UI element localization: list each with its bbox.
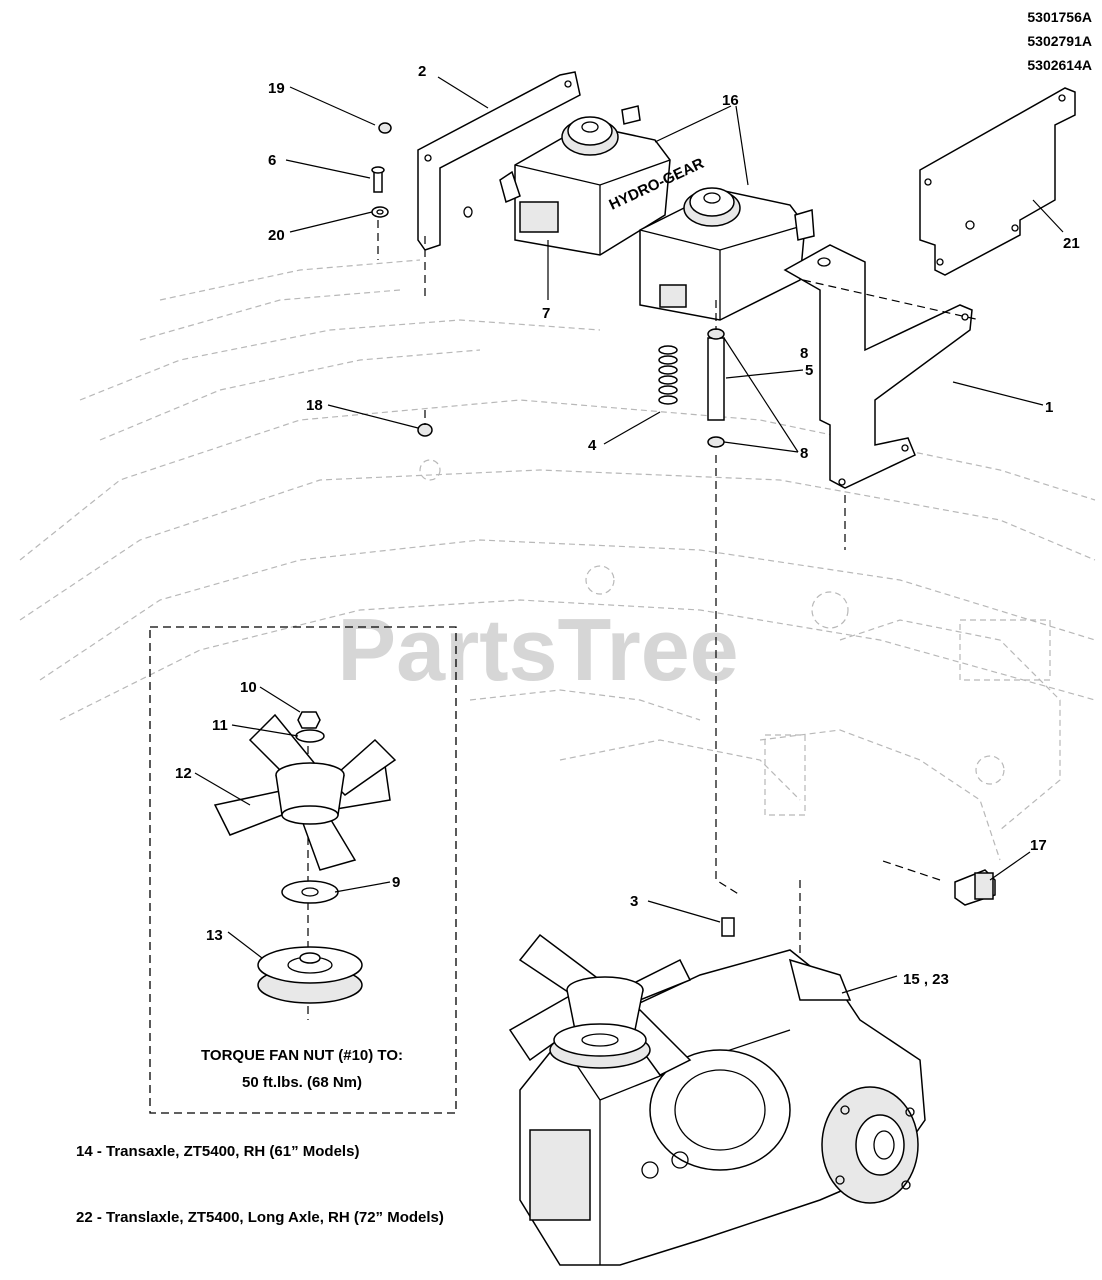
legend-item-14: 14 - Transaxle, ZT5400, RH (61” Models) bbox=[76, 1143, 359, 1160]
callout-9: 9 bbox=[392, 874, 400, 891]
part-number-1: 5301756A bbox=[1027, 9, 1092, 25]
torque-note-line1: TORQUE FAN NUT (#10) TO: bbox=[201, 1047, 403, 1064]
torque-note-line2: 50 ft.lbs. (68 Nm) bbox=[242, 1074, 362, 1091]
legend-item-22: 22 - Translaxle, ZT5400, Long Axle, RH (… bbox=[76, 1209, 444, 1226]
callout-8b: 8 bbox=[800, 445, 808, 462]
bracket-left bbox=[417, 71, 581, 251]
callout-labels: 1 2 3 4 5 6 7 8 8 9 10 11 12 13 15 , 23 … bbox=[175, 63, 1080, 988]
callout-11: 11 bbox=[212, 717, 228, 734]
reservoir-right bbox=[639, 187, 815, 321]
callout-8a: 8 bbox=[800, 345, 808, 362]
callout-3: 3 bbox=[630, 893, 638, 910]
callout-19: 19 bbox=[268, 80, 285, 97]
part-number-2: 5302791A bbox=[1027, 33, 1092, 49]
callout-5: 5 bbox=[805, 362, 813, 379]
part-number-3: 5302614A bbox=[1027, 57, 1092, 73]
inset-border bbox=[149, 626, 457, 1114]
legend: 14 - Transaxle, ZT5400, RH (61” Models) … bbox=[76, 1143, 444, 1226]
part-number-list: 5301756A 5302791A 5302614A bbox=[1027, 9, 1092, 73]
fan-inset: TORQUE FAN NUT (#10) TO: 50 ft.lbs. (68 … bbox=[149, 626, 457, 1114]
callout-16a: 16 bbox=[722, 92, 739, 109]
callout-2: 2 bbox=[418, 63, 426, 80]
callout-1: 1 bbox=[1045, 399, 1053, 416]
callout-7: 7 bbox=[542, 305, 550, 322]
callout-15-23: 15 , 23 bbox=[903, 971, 949, 988]
callout-20: 20 bbox=[268, 227, 285, 244]
bracket-far-right bbox=[919, 87, 1076, 276]
callout-6: 6 bbox=[268, 152, 276, 169]
leader-lines bbox=[194, 76, 1064, 994]
callout-17: 17 bbox=[1030, 837, 1047, 854]
spring bbox=[658, 345, 678, 405]
transaxle bbox=[508, 933, 926, 1266]
bracket-right bbox=[783, 244, 973, 489]
callout-21: 21 bbox=[1063, 235, 1080, 252]
callout-10: 10 bbox=[240, 679, 257, 696]
callout-4: 4 bbox=[588, 437, 597, 454]
watermark: PartsTree bbox=[337, 600, 738, 699]
callout-18: 18 bbox=[306, 397, 323, 414]
callout-12: 12 bbox=[175, 765, 192, 782]
background-chassis bbox=[19, 259, 1096, 861]
callout-13: 13 bbox=[206, 927, 223, 944]
